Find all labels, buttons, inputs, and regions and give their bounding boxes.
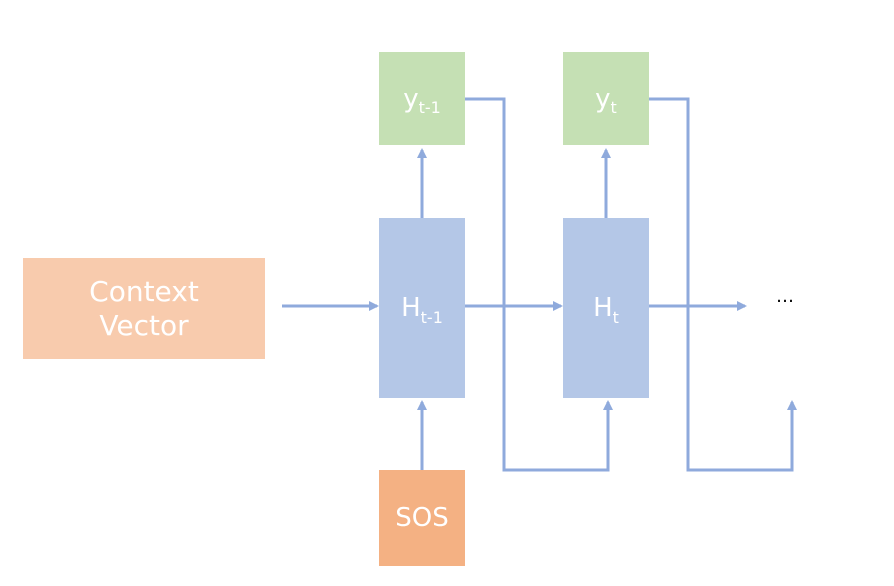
hidden-state-curr-sub: t [612,307,619,327]
output-prev-sub: t-1 [418,98,441,117]
context-vector-box: Context Vector [23,258,265,359]
output-curr-sub: t [610,98,617,117]
hidden-state-prev-sub: t-1 [420,307,443,327]
hidden-state-prev-base: H [401,293,421,323]
sos-token-label: SOS [395,503,449,533]
output-prev-base: y [403,83,419,114]
context-vector-line2: Vector [99,308,189,342]
sos-token-box: SOS [379,470,465,566]
ycurr-feedback-arrow [649,97,797,472]
hidden-state-curr-base: H [593,293,613,323]
continuation-ellipsis: … [776,286,794,307]
yprev-feedback-arrow [465,97,613,472]
context-vector-line1: Context [89,274,199,308]
output-curr-base: y [595,83,611,114]
